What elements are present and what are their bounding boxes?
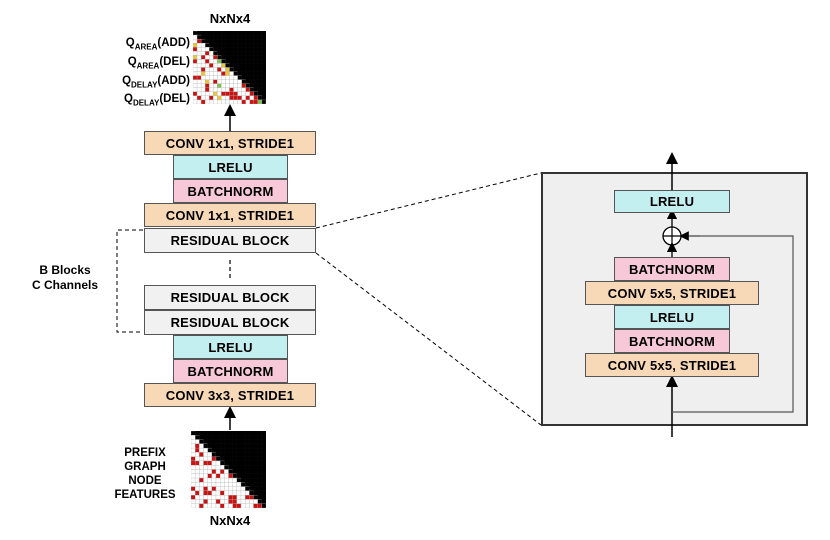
input-label-line-1: PREFIX <box>124 447 166 459</box>
input-matrix-title: NxNx4 <box>209 513 251 528</box>
blocks-label-line-1: B Blocks <box>39 263 91 277</box>
output-matrix-title: NxNx4 <box>209 11 251 26</box>
input-label-line-3: NODE <box>128 475 162 487</box>
blocks-label: B Blocks C Channels <box>20 263 110 293</box>
output-matrix-image <box>193 31 266 104</box>
zoom-line-bottom <box>315 252 542 426</box>
detail-lrelu-mid: LRELU <box>614 305 730 329</box>
detail-conv-2: CONV 5x5, STRIDE1 <box>585 281 759 305</box>
stem-conv: CONV 3x3, STRIDE1 <box>144 383 316 407</box>
residual-block-1: RESIDUAL BLOCK <box>144 228 316 253</box>
channel-label-delay-add: QDELAY(ADD) <box>122 74 190 89</box>
output-channel-labels: QAREA(ADD) QAREA(DEL) QDELAY(ADD) QDELAY… <box>90 36 190 111</box>
skip-connection <box>672 235 794 413</box>
detail-batchnorm-1: BATCHNORM <box>614 329 730 353</box>
residual-block-2: RESIDUAL BLOCK <box>144 285 316 310</box>
head-conv-top: CONV 1x1, STRIDE1 <box>144 131 316 155</box>
detail-batchnorm-2: BATCHNORM <box>614 257 730 281</box>
head-lrelu: LRELU <box>173 155 288 179</box>
input-label: PREFIX GRAPH NODE FEATURES <box>100 446 190 502</box>
residual-block-3: RESIDUAL BLOCK <box>144 310 316 335</box>
head-conv-bottom: CONV 1x1, STRIDE1 <box>144 203 316 227</box>
input-matrix-image <box>191 431 266 508</box>
head-batchnorm: BATCHNORM <box>173 179 288 203</box>
blocks-label-line-2: C Channels <box>31 278 98 292</box>
stem-lrelu: LRELU <box>173 335 288 359</box>
channel-label-area-add: QAREA(ADD) <box>125 37 190 52</box>
detail-lrelu-out: LRELU <box>614 190 730 213</box>
zoom-line-top <box>315 172 542 229</box>
blocks-bracket <box>116 229 143 333</box>
channel-label-area-del: QAREA(DEL) <box>127 55 190 71</box>
stem-batchnorm: BATCHNORM <box>173 359 288 383</box>
channel-label-delay-del: QDELAY(DEL) <box>123 93 190 108</box>
input-label-line-2: GRAPH <box>124 461 166 473</box>
input-label-line-4: FEATURES <box>114 489 176 501</box>
detail-conv-1: CONV 5x5, STRIDE1 <box>585 353 759 377</box>
